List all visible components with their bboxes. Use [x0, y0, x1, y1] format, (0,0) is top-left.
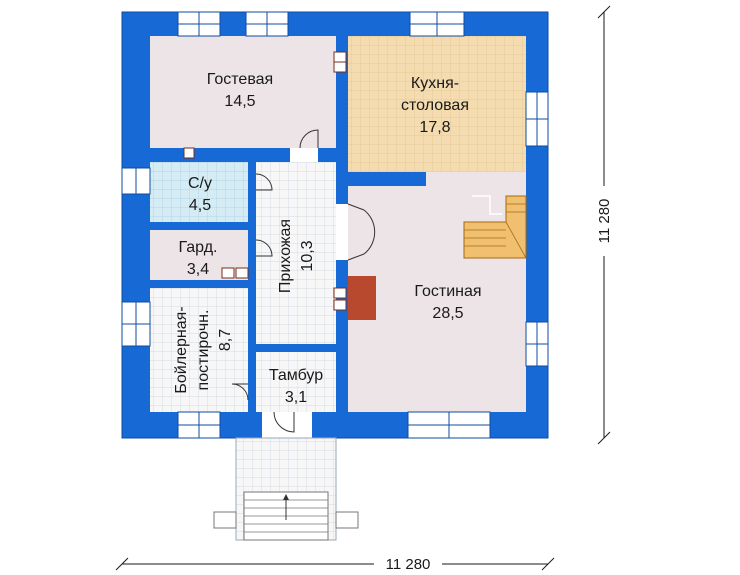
- room-kitchen-name-1: Кухня-: [411, 75, 459, 92]
- wall-kitchen-living: [348, 172, 426, 186]
- dimension-right-bg: [595, 186, 613, 256]
- room-living-name: Гостиная: [414, 283, 481, 300]
- room-kitchen-area: 17,8: [419, 119, 450, 136]
- dimension-bottom-label: 11 280: [386, 556, 431, 573]
- room-boiler: [150, 288, 248, 412]
- windows: [121, 11, 549, 439]
- room-boiler-area: 8,7: [217, 329, 234, 351]
- room-boiler-name-2: постирочн.: [195, 310, 212, 391]
- room-boiler-name-1: Бойлерная-: [173, 306, 190, 393]
- room-vestibule: [256, 352, 336, 412]
- room-vestibule-name: Тамбур: [269, 367, 323, 384]
- staircase: [463, 195, 527, 259]
- room-hall-name: Прихожая: [277, 219, 294, 293]
- chimney-kitchen: [333, 51, 347, 73]
- room-bath-name: С/у: [188, 175, 212, 192]
- chimney-wardrobe: [221, 267, 249, 279]
- porch: [213, 437, 359, 541]
- room-wardrobe-name: Гард.: [179, 239, 218, 256]
- room-bath-area: 4,5: [189, 197, 211, 214]
- room-bath: [150, 162, 248, 222]
- dimension-right-label: 11 280: [596, 199, 613, 244]
- room-hall-area: 10,3: [299, 240, 316, 271]
- room-living-area: 28,5: [432, 305, 463, 322]
- dimension-bottom: [115, 557, 555, 571]
- room-kitchen: [348, 36, 526, 172]
- dimension-bottom-bg: [374, 555, 442, 573]
- room-guest-area: 14,5: [224, 93, 255, 110]
- vent-guest: [183, 147, 195, 159]
- room-guest-name: Гостевая: [207, 71, 273, 88]
- chimney-living: [333, 276, 376, 320]
- room-hall: [256, 162, 336, 344]
- doors: [231, 129, 376, 438]
- room-kitchen-name-2: столовая: [401, 97, 469, 114]
- room-wardrobe-area: 3,4: [187, 261, 209, 278]
- room-vestibule-area: 3,1: [285, 389, 307, 406]
- room-guest: [150, 36, 336, 148]
